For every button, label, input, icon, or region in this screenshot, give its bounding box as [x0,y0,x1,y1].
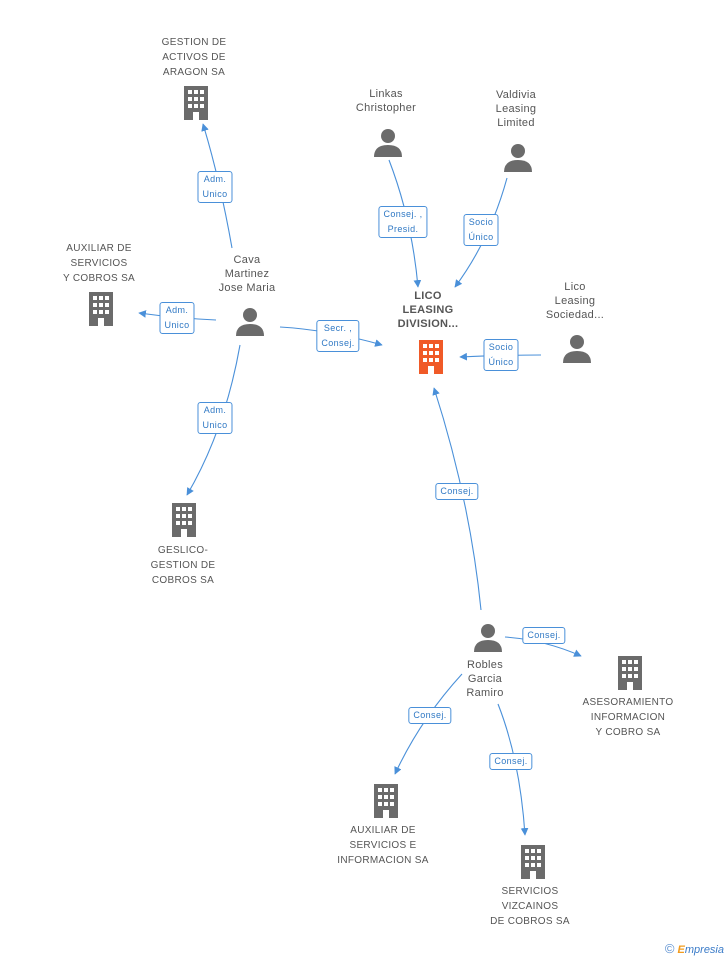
edge-label-cava-auxiliar[interactable]: Adm. Unico [159,302,195,334]
building-icon[interactable] [518,845,548,879]
person-icon[interactable] [373,127,403,157]
brand-logo[interactable]: © Empresia [665,941,724,956]
node-label-robles[interactable]: Robles Garcia Ramiro [466,659,504,699]
building-icon[interactable] [181,86,211,120]
copyright-icon: © [664,941,675,956]
edge-label-robles-vizcainos[interactable]: Consej. [489,753,533,770]
building-icon[interactable] [371,784,401,818]
node-label-auxiliar-cobros[interactable]: AUXILIAR DE SERVICIOS Y COBROS SA [62,243,136,284]
node-label-vizcainos[interactable]: SERVICIOS VIZCAINOS DE COBROS SA [490,886,570,927]
node-label-lico-main[interactable]: LICO LEASING DIVISION... [397,290,459,330]
node-label-cava[interactable]: Cava Martinez Jose Maria [218,254,276,294]
edge-label-robles-asesoramiento[interactable]: Consej. [522,627,566,644]
person-icon[interactable] [562,333,592,363]
person-icon[interactable] [503,142,533,172]
edge-label-robles-auxiliar-info[interactable]: Consej. [408,707,452,724]
node-label-lico-sociedad[interactable]: Lico Leasing Sociedad... [545,281,605,321]
edge-label-licosoc-lico[interactable]: Socio Único [483,339,519,371]
building-icon[interactable] [86,292,116,326]
brand-name: mpresia [684,944,724,956]
edge-label-cava-aragon[interactable]: Adm. Unico [197,171,233,203]
building-icon[interactable] [615,656,645,690]
building-icon[interactable] [169,503,199,537]
node-label-auxiliar-info[interactable]: AUXILIAR DE SERVICIOS E INFORMACION SA [337,825,429,866]
edge-label-cava-geslico[interactable]: Adm. Unico [197,402,233,434]
node-label-asesoramiento[interactable]: ASESORAMIENTO INFORMACION Y COBRO SA [582,697,674,738]
node-label-geslico[interactable]: GESLICO- GESTION DE COBROS SA [150,545,216,586]
node-label-gestion-aragon[interactable]: GESTION DE ACTIVOS DE ARAGON SA [161,37,227,78]
person-icon[interactable] [473,622,503,652]
brand-initial: E [677,944,685,956]
building-icon[interactable] [416,340,446,374]
node-label-valdivia[interactable]: Valdivia Leasing Limited [495,89,537,129]
edge-robles-auxiliar-info [394,673,463,775]
edge-label-valdivia-lico[interactable]: Socio Único [463,214,499,246]
person-icon[interactable] [235,306,265,336]
edge-label-robles-lico[interactable]: Consej. [435,483,479,500]
edge-label-cava-lico[interactable]: Secr. , Consej. [316,320,360,352]
edge-label-linkas-lico[interactable]: Consej. , Presid. [378,206,428,238]
node-label-linkas[interactable]: Linkas Christopher [355,88,417,114]
